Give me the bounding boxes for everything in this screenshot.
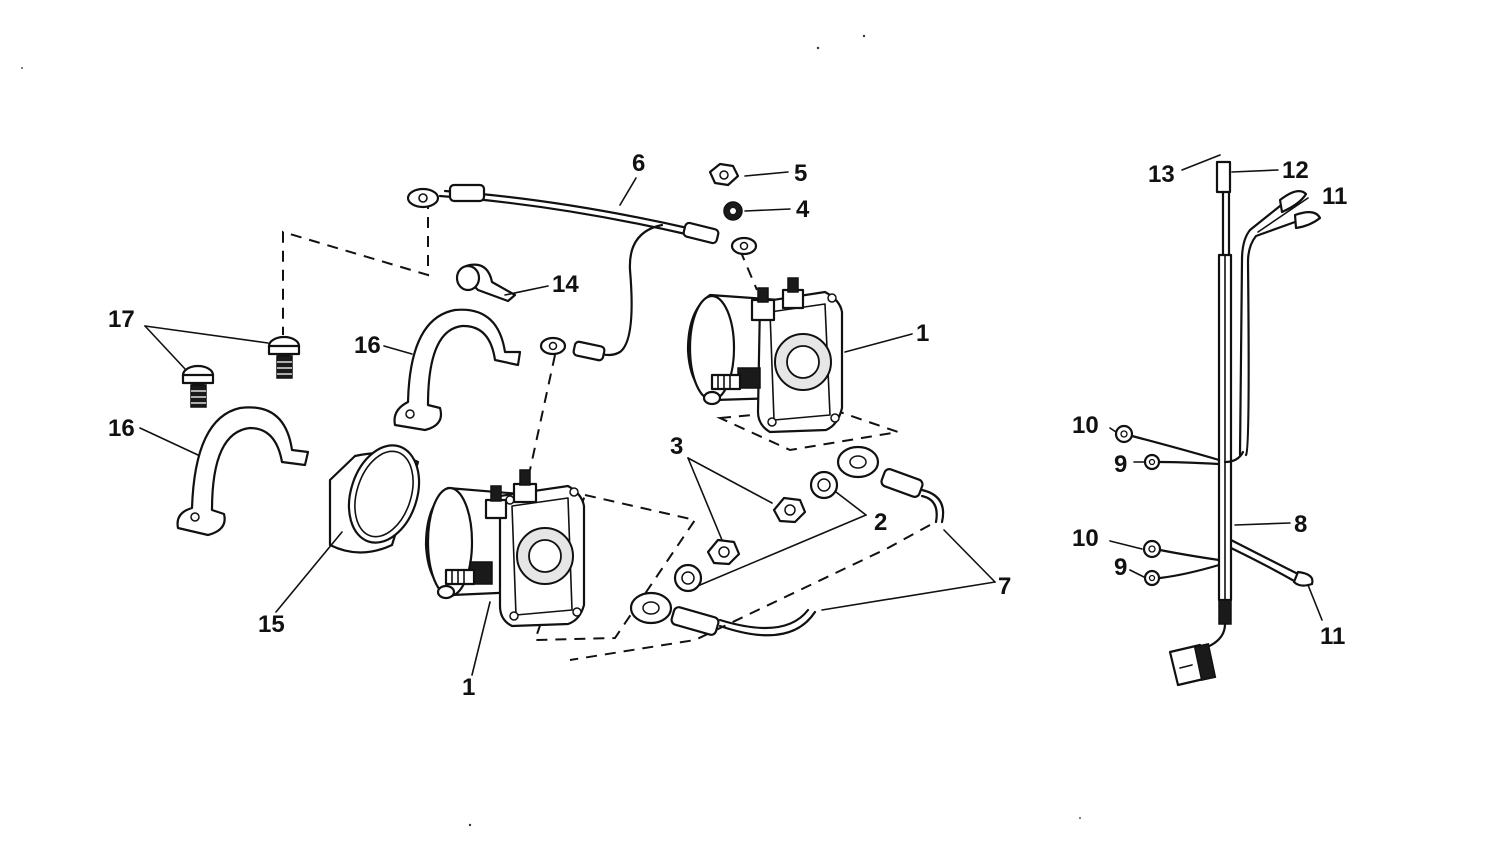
callout-9-upper: 9 — [1114, 451, 1127, 478]
callout-3: 3 — [670, 433, 683, 460]
callout-13: 13 — [1148, 161, 1175, 188]
callout-17: 17 — [108, 306, 135, 333]
hex-nut-part-5 — [708, 162, 740, 187]
mounting-bracket-lower — [176, 406, 310, 537]
callout-5: 5 — [794, 160, 807, 187]
callout-8: 8 — [1294, 511, 1307, 538]
callout-2: 2 — [874, 509, 887, 536]
callout-16-lower: 16 — [108, 415, 135, 442]
callout-15: 15 — [258, 611, 285, 638]
callout-12: 12 — [1282, 157, 1309, 184]
starter-solenoid-upper — [686, 277, 844, 434]
callout-9-lower: 9 — [1114, 554, 1127, 581]
scan-specks — [21, 34, 1081, 827]
assembly-dashed-lines — [282, 198, 931, 661]
hex-nut-lower — [706, 538, 741, 566]
leader-lines — [139, 154, 1323, 676]
callout-10-lower: 10 — [1072, 525, 1099, 552]
screw-lower — [181, 364, 215, 408]
washer-upper — [809, 470, 839, 500]
callout-4: 4 — [796, 196, 810, 223]
callout-11-upper: 11 — [1322, 183, 1347, 210]
callout-6: 6 — [632, 150, 645, 177]
ground-cable — [406, 183, 758, 362]
wiring-harness — [1114, 160, 1322, 687]
mounting-bracket-upper — [393, 308, 522, 432]
lock-washer-part-4 — [723, 201, 743, 221]
washer-lower — [673, 563, 703, 593]
callout-labels: 1 1 2 3 4 5 6 7 8 9 9 10 10 11 11 12 13 … — [108, 150, 1347, 701]
callout-16-upper: 16 — [354, 332, 381, 359]
starter-solenoid-lower — [424, 469, 586, 628]
battery-cable-lower — [629, 591, 817, 637]
callout-1-upper: 1 — [916, 320, 929, 347]
callout-11-lower: 11 — [1320, 623, 1345, 650]
callout-1-lower: 1 — [462, 674, 475, 701]
battery-cable-upper — [836, 445, 945, 524]
callout-10-upper: 10 — [1072, 412, 1099, 439]
hex-nut-upper — [772, 496, 807, 524]
cable-clip-part-14 — [455, 263, 517, 303]
callout-7: 7 — [998, 573, 1011, 600]
insulating-sleeve-part-15 — [328, 444, 421, 554]
callout-14: 14 — [552, 271, 579, 298]
screw-upper — [267, 335, 301, 379]
